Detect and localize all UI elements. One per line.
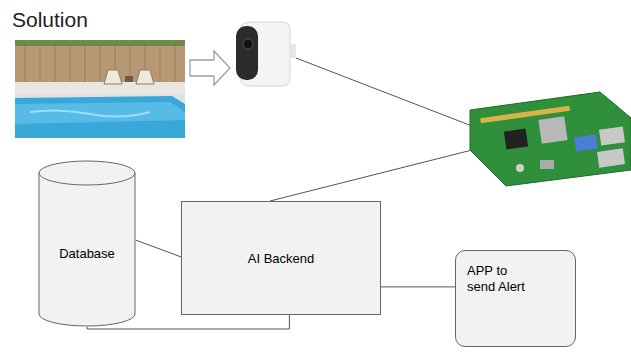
connector-line (136, 240, 181, 257)
camera (236, 22, 296, 86)
pool-photo (15, 40, 185, 138)
wire (270, 150, 472, 201)
wire (296, 58, 472, 126)
process-box: APP to send Alert (455, 250, 576, 347)
node-label: Database (44, 246, 130, 262)
process-box: AI Backend (181, 201, 381, 315)
cylinder-outline (38, 160, 136, 327)
node-label: AI Backend (188, 251, 374, 267)
raspberry-pi-board (470, 92, 631, 186)
block-arrow (190, 51, 230, 85)
title: Solution (12, 8, 88, 32)
database-cylinder: Database (38, 160, 136, 327)
node-label: APP to send Alert (467, 263, 533, 295)
